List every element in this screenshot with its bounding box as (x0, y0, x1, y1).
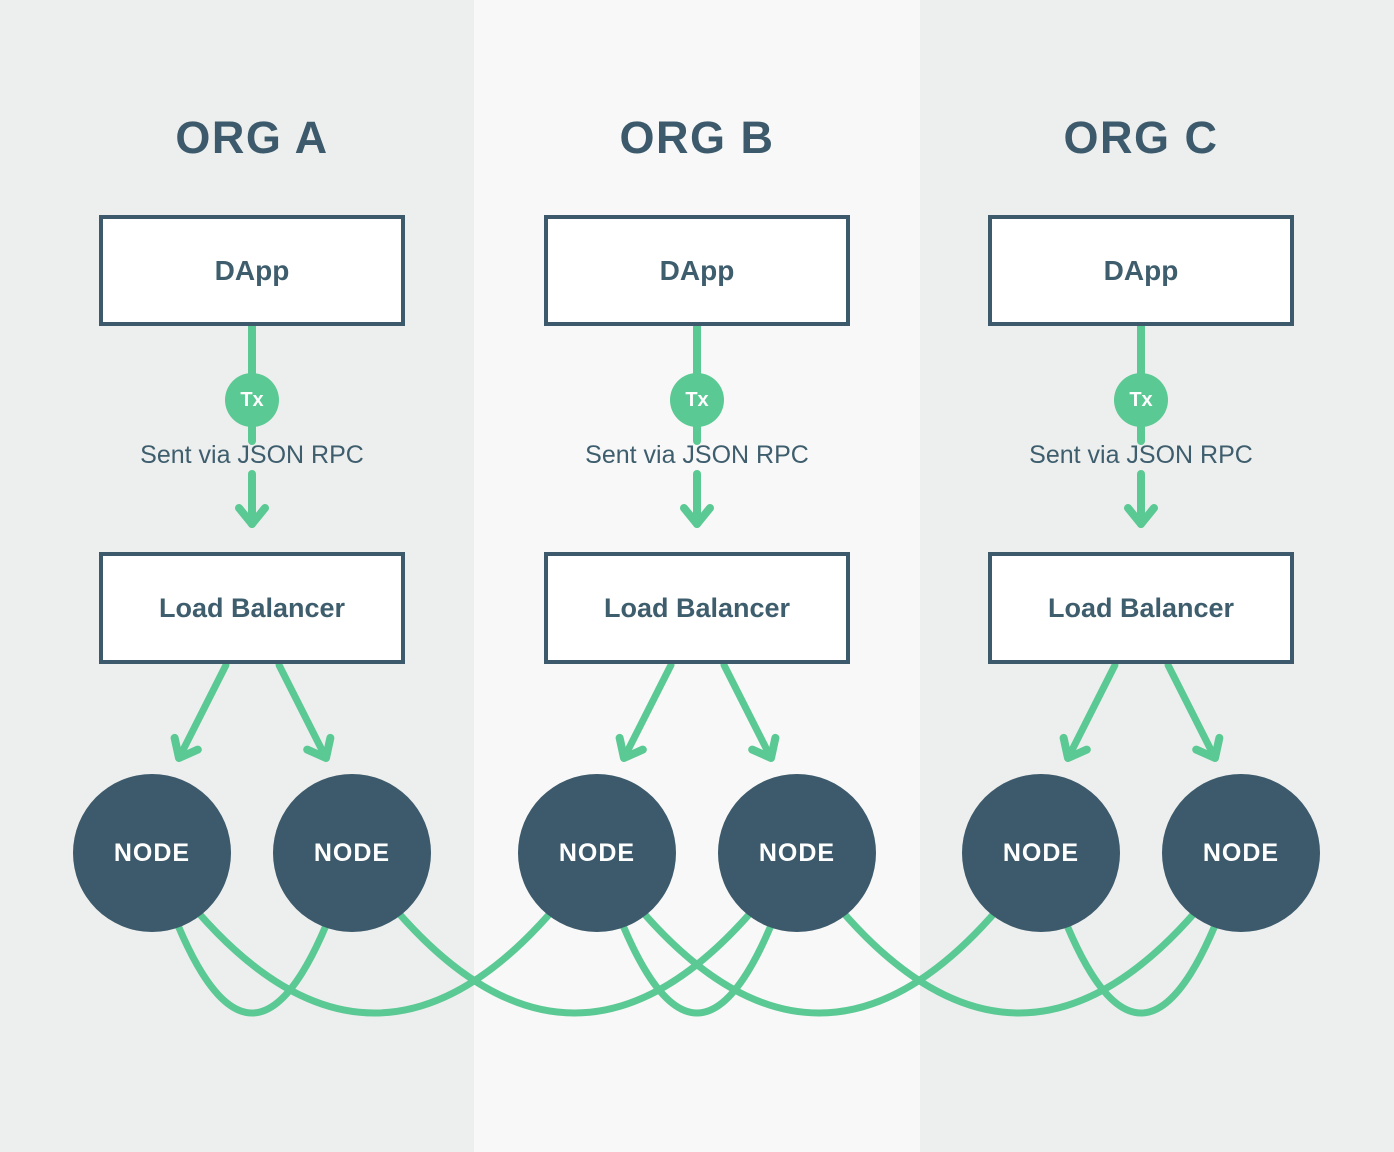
node-label: NODE (113, 838, 191, 867)
node-link-arc (593, 849, 1045, 1017)
lb-arrow-left (615, 661, 675, 762)
dapp-label: DApp (1103, 254, 1179, 286)
node-circle: NODE (273, 774, 431, 932)
tx-label: Tx (685, 388, 709, 411)
node-label: NODE (758, 838, 836, 867)
org-title: ORG C (1063, 112, 1219, 163)
lb-arrow-left (170, 661, 230, 762)
node-link-arc (148, 849, 356, 1017)
lb-arrow-right (1164, 661, 1224, 762)
tx-label: Tx (1129, 388, 1153, 411)
tx-badge: Tx (670, 373, 724, 427)
load-balancer-box: Load Balancer (544, 552, 850, 664)
node-label: NODE (313, 838, 391, 867)
lb-arrow-right (275, 661, 335, 762)
node-circle: NODE (1162, 774, 1320, 932)
node-link-arc (148, 849, 601, 1017)
dapp-box: DApp (99, 215, 405, 326)
rpc-label: Sent via JSON RPC (140, 441, 364, 469)
node-circle: NODE (962, 774, 1120, 932)
load-balancer-label: Load Balancer (603, 592, 791, 623)
node-label: NODE (558, 838, 636, 867)
node-circle: NODE (73, 774, 231, 932)
node-label: NODE (1002, 838, 1080, 867)
rpc-label: Sent via JSON RPC (1029, 441, 1253, 469)
dapp-box: DApp (988, 215, 1294, 326)
load-balancer-box: Load Balancer (99, 552, 405, 664)
node-label: NODE (1202, 838, 1280, 867)
node-circle: NODE (518, 774, 676, 932)
tx-badge: Tx (225, 373, 279, 427)
node-link-arc (593, 849, 801, 1017)
node-link-arc (348, 849, 801, 1017)
lb-arrow-right (720, 661, 780, 762)
tx-badge: Tx (1114, 373, 1168, 427)
dapp-box: DApp (544, 215, 850, 326)
node-circle: NODE (718, 774, 876, 932)
load-balancer-label: Load Balancer (158, 592, 346, 623)
load-balancer-box: Load Balancer (988, 552, 1294, 664)
dapp-label: DApp (214, 254, 290, 286)
tx-label: Tx (240, 388, 264, 411)
load-balancer-label: Load Balancer (1047, 592, 1235, 623)
dapp-label: DApp (659, 254, 735, 286)
node-link-arc (793, 849, 1245, 1017)
rpc-label: Sent via JSON RPC (585, 441, 809, 469)
org-title: ORG A (175, 112, 329, 163)
lb-arrow-left (1059, 661, 1119, 762)
node-link-arc (1037, 849, 1245, 1017)
org-title: ORG B (619, 112, 775, 163)
